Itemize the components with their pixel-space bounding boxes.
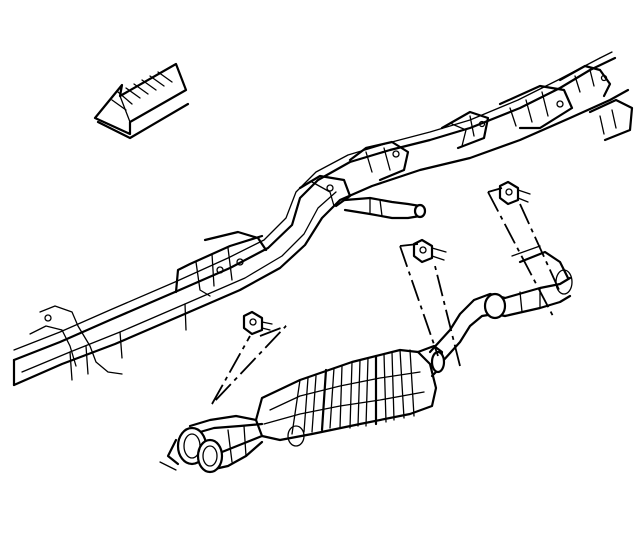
muffler — [254, 344, 446, 442]
frame-rail — [12, 51, 634, 387]
exhaust-pipe — [343, 196, 573, 364]
forward-direction-arrow — [93, 62, 190, 140]
hanger-brackets — [211, 180, 561, 405]
dual-tailpipes — [159, 414, 305, 474]
